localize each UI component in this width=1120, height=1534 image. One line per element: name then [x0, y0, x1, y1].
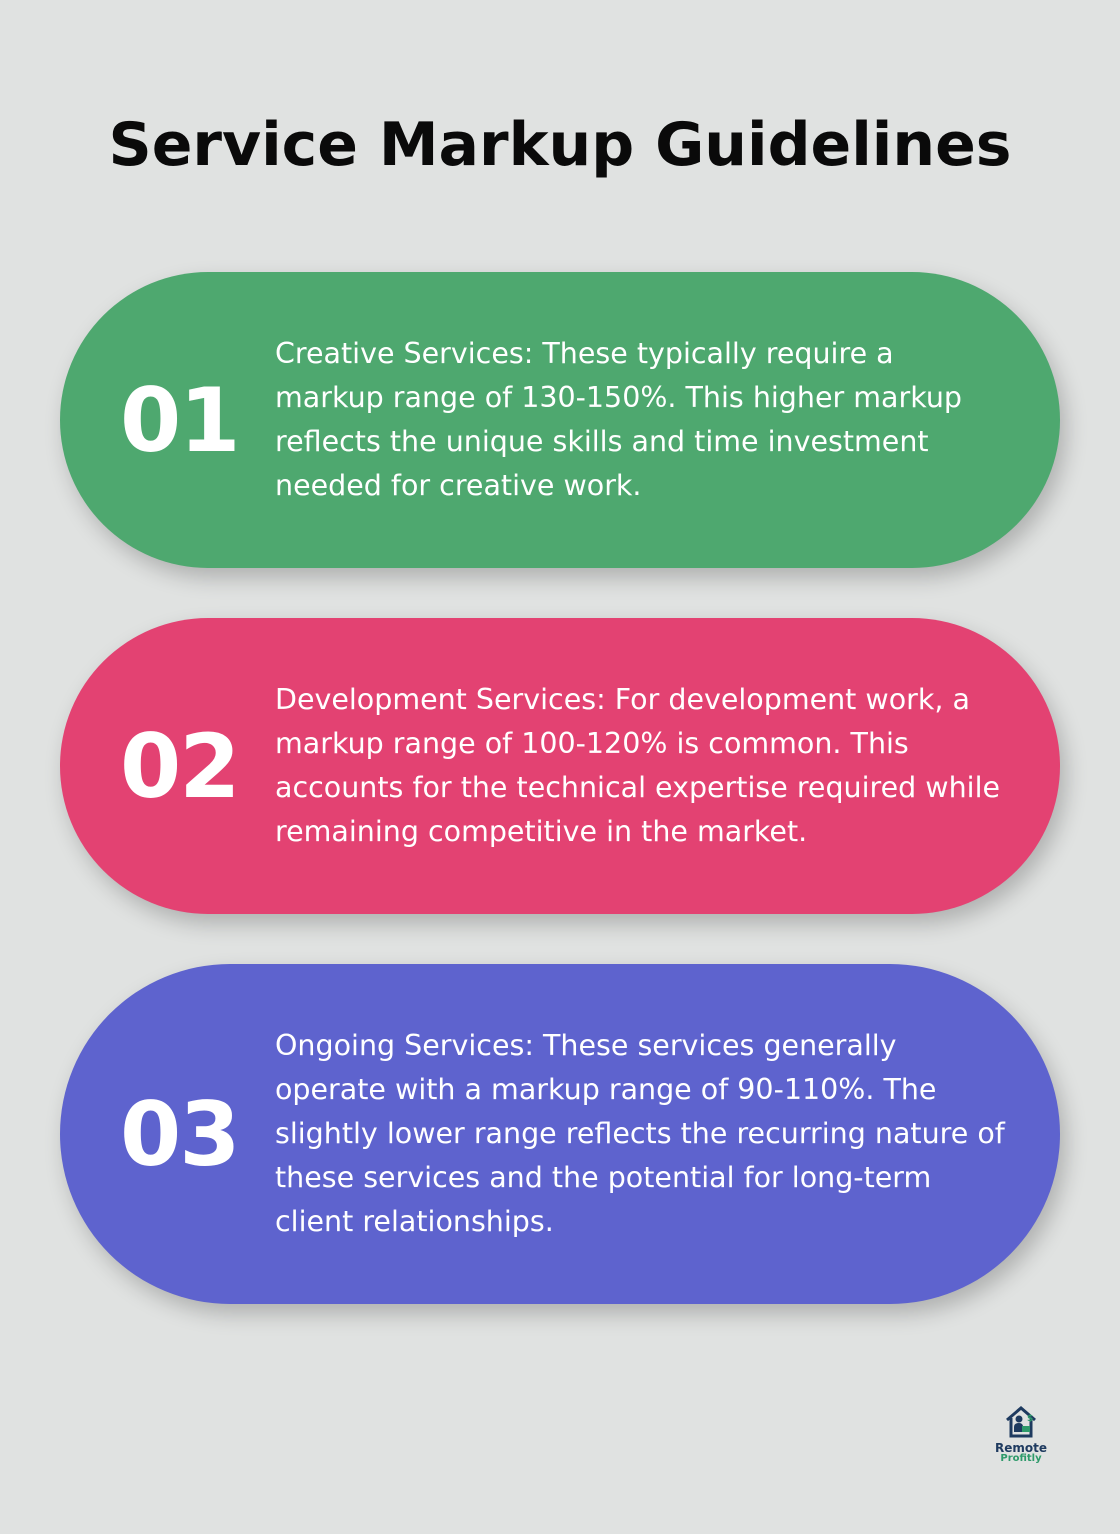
card-text: Development Services: For development wo…	[275, 683, 1001, 848]
logo-line1: Remote	[994, 1441, 1047, 1455]
card-number: 01	[120, 368, 240, 472]
card-text: Creative Services: These typically requi…	[275, 337, 962, 502]
logo-line2: Profitly	[1000, 1453, 1042, 1464]
house-person-laptop-dollar-icon: $	[1006, 1406, 1036, 1438]
guideline-card-2: 02 Development Services: For development…	[60, 618, 1060, 914]
card-text: Ongoing Services: These services general…	[275, 1029, 1005, 1238]
guideline-card-1: 01 Creative Services: These typically re…	[60, 272, 1060, 568]
guideline-card-3: 03 Ongoing Services: These services gene…	[60, 964, 1060, 1304]
card-number: 03	[120, 1082, 240, 1186]
brand-logo: $ Remote Profitly	[990, 1404, 1052, 1464]
card-number: 02	[120, 714, 240, 818]
svg-text:$: $	[1027, 1414, 1033, 1424]
page-title: Service Markup Guidelines	[108, 110, 1012, 180]
